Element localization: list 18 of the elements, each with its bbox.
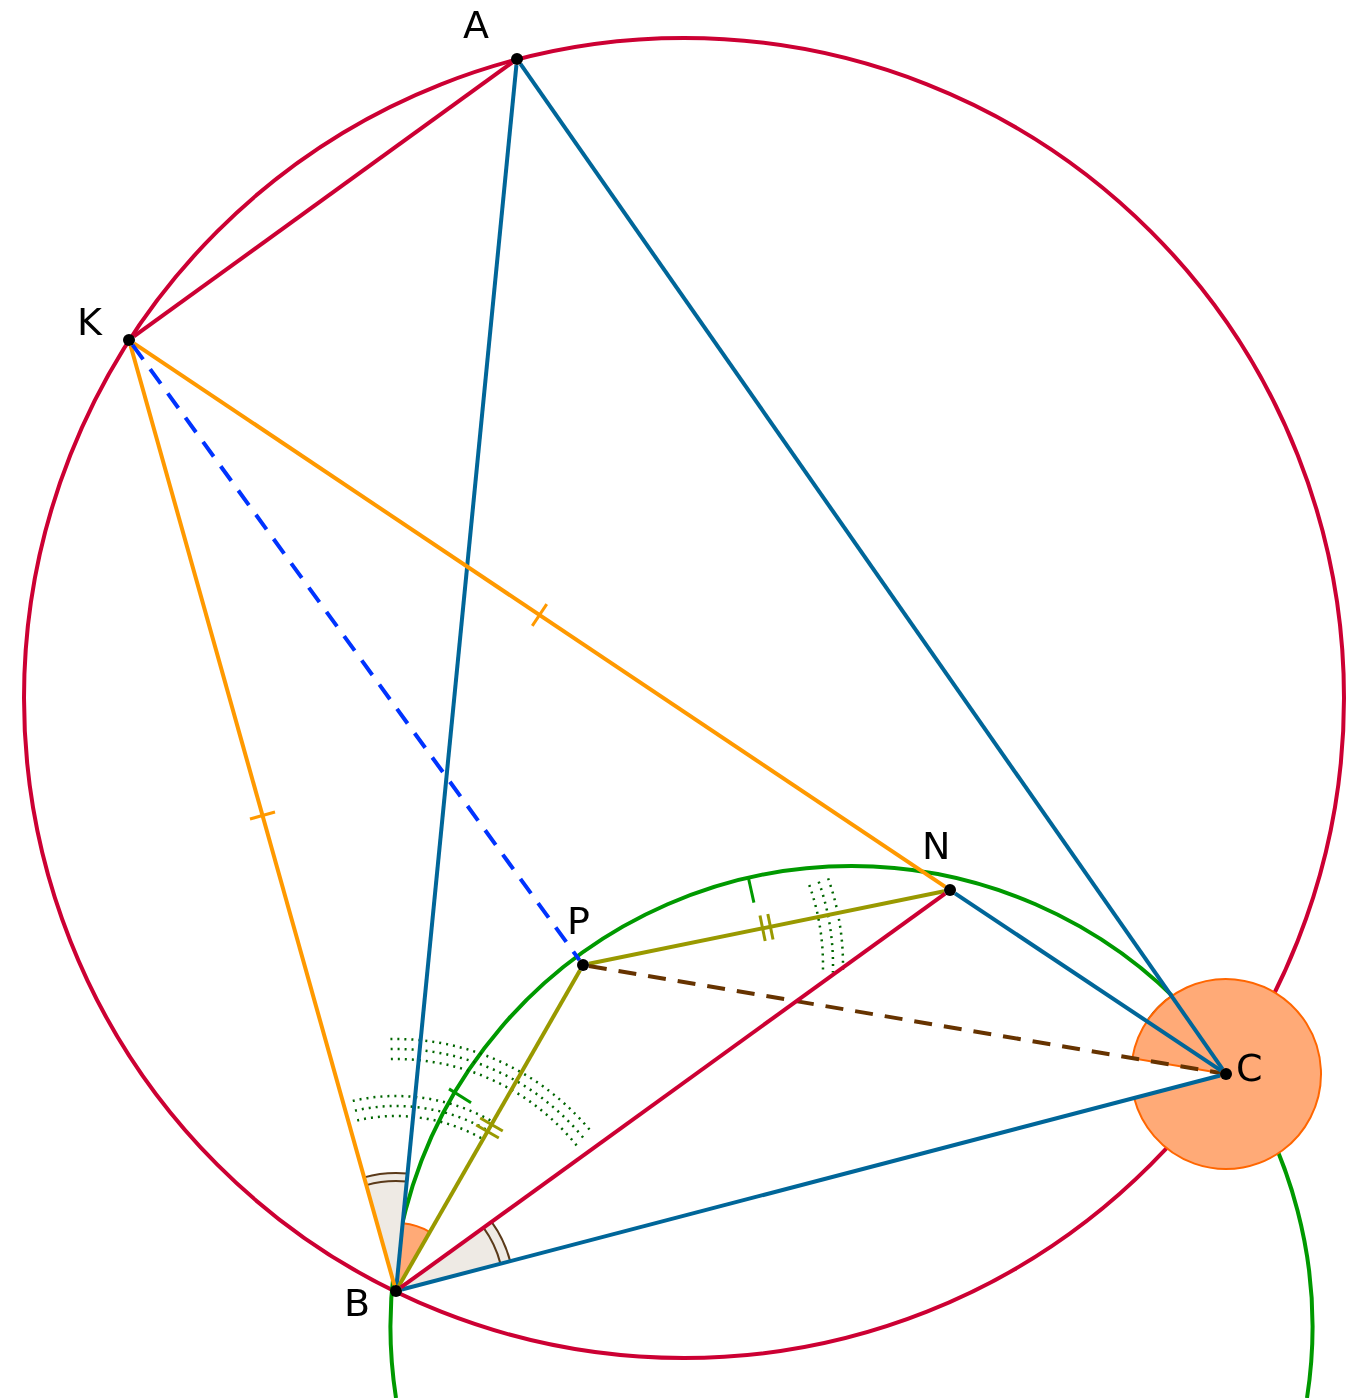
line-segment bbox=[399, 891, 947, 1290]
line-segment bbox=[518, 62, 1225, 1071]
dashed-line-segment bbox=[588, 964, 1221, 1075]
line-segment bbox=[394, 64, 519, 1286]
point-label: B bbox=[344, 1283, 371, 1323]
line-segment bbox=[132, 341, 947, 889]
point-label: P bbox=[567, 901, 590, 941]
line-segment bbox=[588, 889, 945, 966]
line-segment bbox=[953, 891, 1223, 1073]
line-segment bbox=[397, 969, 582, 1287]
line-segment bbox=[132, 60, 514, 339]
point-label: N bbox=[922, 826, 951, 866]
line-segment bbox=[401, 1073, 1221, 1292]
line-segment bbox=[128, 345, 397, 1286]
dashed-line-segment bbox=[130, 343, 582, 962]
point-label: C bbox=[1236, 1048, 1263, 1088]
point-label: A bbox=[463, 5, 489, 45]
point-label: K bbox=[77, 302, 102, 342]
